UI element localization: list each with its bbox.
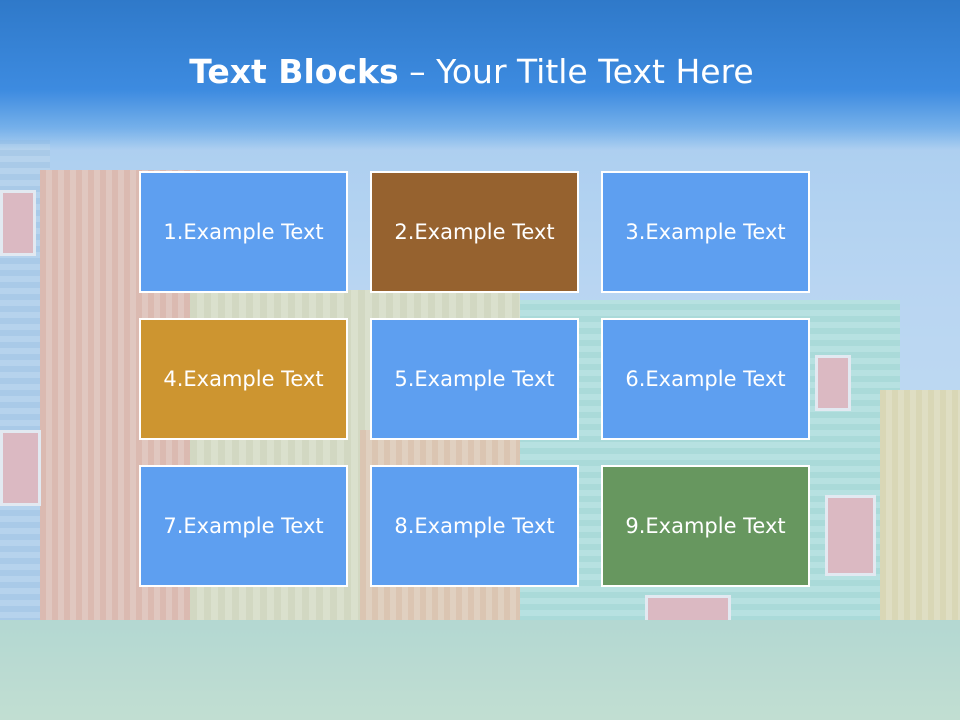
title-separator: – [398,52,437,91]
text-block-8: 8.Example Text [370,465,579,587]
text-block-9: 9.Example Text [601,465,810,587]
text-block-3: 3.Example Text [601,171,810,293]
text-block-2: 2.Example Text [370,171,579,293]
rooftop [0,620,960,720]
text-block-5: 5.Example Text [370,318,579,440]
title-regular: Your Title Text Here [436,52,754,91]
header-bar: Text Blocks – Your Title Text Here [0,0,960,150]
window [0,430,41,506]
slide-title: Text Blocks – Your Title Text Here [0,52,943,91]
text-block-4: 4.Example Text [139,318,348,440]
window [825,495,876,576]
text-block-6: 6.Example Text [601,318,810,440]
window [0,190,36,256]
title-bold: Text Blocks [189,52,399,91]
window [815,355,851,411]
text-block-7: 7.Example Text [139,465,348,587]
text-block-1: 1.Example Text [139,171,348,293]
